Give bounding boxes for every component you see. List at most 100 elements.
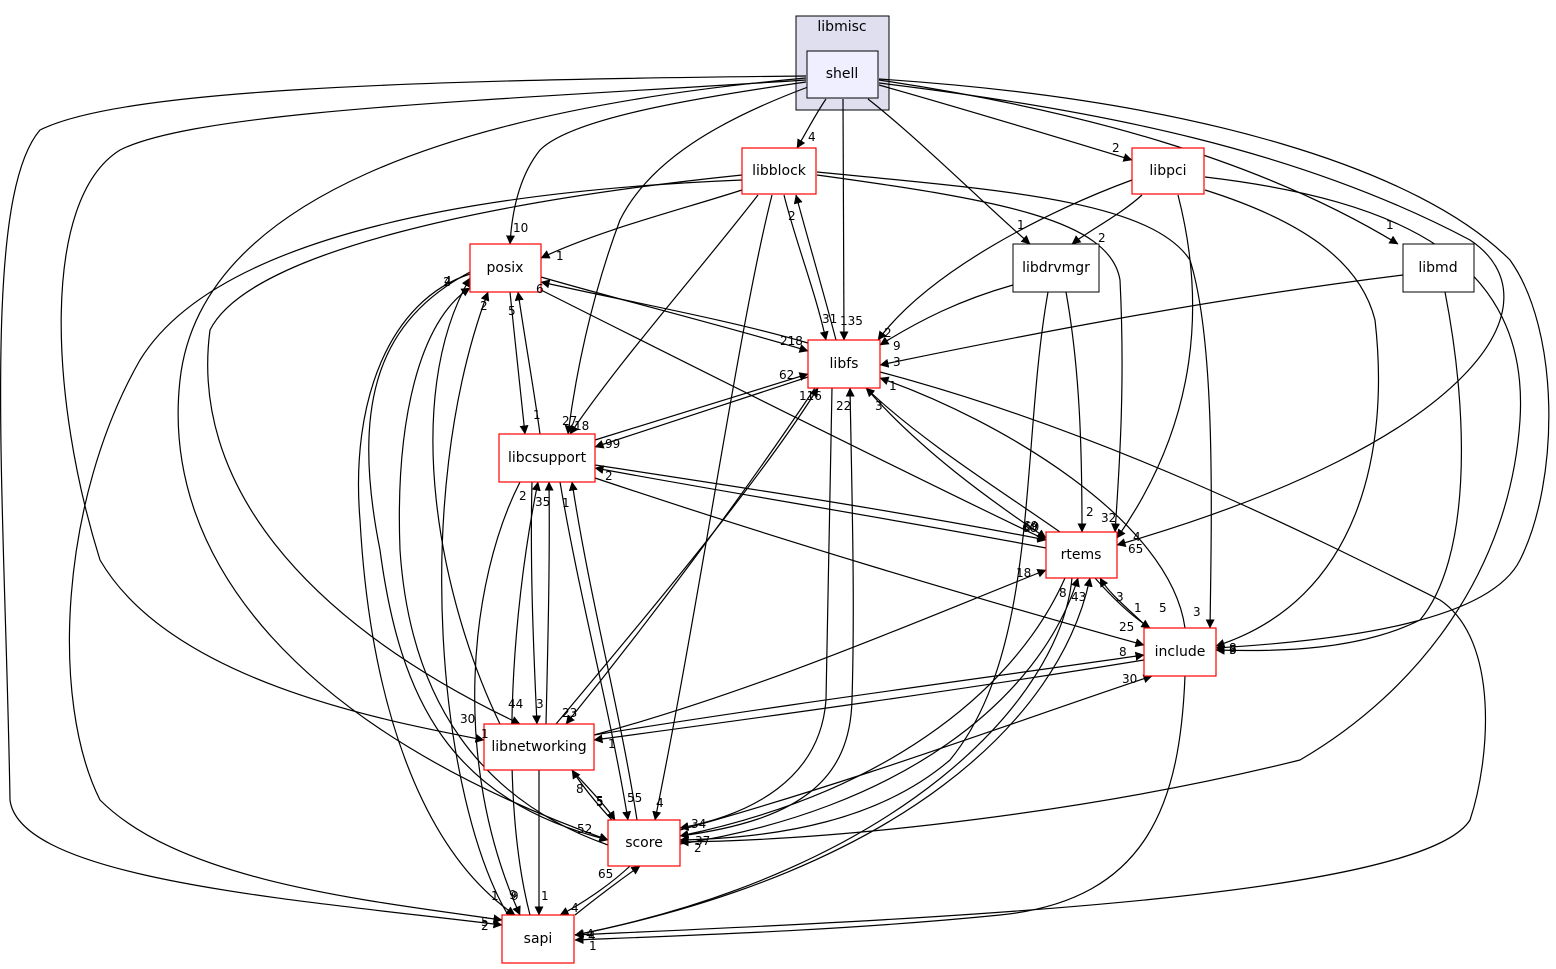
edge-label: 4 [571, 901, 579, 915]
node-libnetworking[interactable]: libnetworking [483, 723, 595, 771]
node-label-posix: posix [487, 260, 524, 276]
edge-libnetworking-libfs [555, 387, 819, 725]
edge-label: 3 [1116, 590, 1124, 604]
edge-label: 4 [444, 274, 452, 288]
edge-label: 9 [511, 889, 519, 903]
edge-libfs-sapi [574, 371, 1487, 940]
edge-label: 6 [536, 282, 544, 296]
edge-sapi-score [574, 865, 641, 916]
node-libdrvmgr[interactable]: libdrvmgr [1012, 243, 1100, 293]
edge-sapi-rtems [574, 577, 1093, 936]
node-label-shell: shell [826, 66, 859, 82]
edge-libcsupport-libnetworking [530, 481, 542, 725]
edge-label: 69 [1023, 519, 1038, 533]
nodes: shell libblock libpci posix libdrvmgr li… [469, 50, 1475, 964]
node-label-include: include [1155, 644, 1206, 660]
node-libblock[interactable]: libblock [741, 147, 817, 195]
edge-label: 4 [656, 796, 664, 810]
edge-label: 4 [588, 929, 596, 943]
edge-label: 1 [541, 889, 549, 903]
edge-shell-posix [506, 81, 807, 245]
edge-include-libnetworking [593, 659, 1145, 744]
edge-label: 5 [596, 794, 604, 808]
edge-libmd-libfs [879, 274, 1404, 368]
edge-libnetworking-libcsupport [544, 481, 554, 725]
edge-label: 31 [822, 312, 837, 326]
edge-libpci-libfs [877, 179, 1133, 341]
edge-score-rtems [679, 577, 1080, 845]
edge-libnetworking-posix [432, 277, 501, 725]
edge-label: 32 [1101, 511, 1116, 525]
edge-label: 3 [536, 697, 544, 711]
edge-label: 4 [586, 927, 594, 941]
edge-libdrvmgr-score [679, 291, 1049, 845]
edge-label: 116 [799, 389, 822, 403]
edge-label: 8 [1229, 641, 1237, 655]
node-rtems[interactable]: rtems [1045, 531, 1118, 579]
edge-label: 65 [1128, 542, 1143, 556]
edge-label: 2 [481, 919, 489, 933]
edge-shell-libblock [796, 98, 827, 149]
node-libcsupport[interactable]: libcsupport [498, 433, 596, 483]
edge-label: 2 [1086, 505, 1094, 519]
node-label-libnetworking: libnetworking [491, 739, 586, 755]
edge-label: 5 [1159, 601, 1167, 615]
edge-libmd-include [1215, 291, 1463, 655]
edge-score-sapi [559, 865, 631, 916]
edge-shell-score [177, 77, 807, 842]
edge-rtems-libcsupport [594, 465, 1047, 549]
edge-label: 3 [1193, 605, 1201, 619]
edge-label: 1 [556, 249, 564, 263]
edge-label: 2 [1098, 231, 1106, 245]
edge-posix-score [368, 271, 609, 843]
edge-label: 30 [1122, 672, 1137, 686]
node-libpci[interactable]: libpci [1131, 147, 1205, 195]
edge-libcsupport-score [559, 481, 632, 821]
edge-label: 6 [1229, 643, 1237, 657]
edge-sapi-posix [441, 291, 509, 916]
node-libfs[interactable]: libfs [807, 339, 881, 389]
edge-libpci-libdrvmgr [1071, 194, 1143, 245]
edge-label: 43 [1071, 590, 1086, 604]
node-shell[interactable]: shell [806, 50, 879, 99]
edge-posix-libcsupport [509, 291, 529, 435]
edge-label: 3 [1229, 643, 1237, 657]
edge-libfs-posix [540, 279, 809, 344]
node-include[interactable]: include [1143, 627, 1217, 677]
edge-label: 60 [1022, 521, 1037, 535]
edge-libcsupport-include [594, 477, 1145, 648]
edge-libcsupport-rtems [594, 464, 1047, 543]
edge-label: 2 [1112, 141, 1120, 155]
edge-label: 9 [893, 339, 901, 353]
edge-sapi-libcsupport [511, 481, 541, 916]
edge-score-include [679, 674, 1153, 831]
edge-shell-libnetworking [60, 79, 807, 743]
edge-label: 55 [627, 791, 642, 805]
edge-shell-include [878, 78, 1550, 652]
edge-label: 4 [808, 130, 816, 144]
edge-libfs-rtems [865, 387, 1047, 539]
node-posix[interactable]: posix [469, 243, 542, 293]
edge-libdrvmgr-rtems [1065, 291, 1087, 533]
edge-labels: 4 2 10 1 1 135 27 65 6 30 52 5 1 31 18 3… [443, 130, 1394, 953]
edge-label: 10 [513, 221, 528, 235]
node-score[interactable]: score [607, 819, 681, 867]
node-libmd[interactable]: libmd [1402, 243, 1475, 293]
edge-label: 2 [443, 275, 451, 289]
node-label-libdrvmgr: libdrvmgr [1022, 260, 1090, 276]
node-sapi[interactable]: sapi [501, 914, 575, 964]
edge-label: 27 [562, 414, 577, 428]
edge-label: 34 [691, 817, 706, 831]
edge-label: 1 [889, 379, 897, 393]
edge-label: 30 [460, 712, 475, 726]
edge-label: 1 [491, 889, 499, 903]
edge-libcsupport-posix [514, 291, 541, 435]
edge-label: 135 [840, 314, 863, 328]
edge-include-sapi [574, 675, 1186, 945]
edge-label: 5 [508, 304, 516, 318]
edge-libblock-score [652, 194, 773, 821]
edge-shell-libdrvmgr [867, 98, 1031, 245]
edge-libcsupport-sapi [474, 481, 521, 916]
edge-label: 1 [589, 939, 597, 953]
edge-label: 60 [1024, 520, 1039, 534]
